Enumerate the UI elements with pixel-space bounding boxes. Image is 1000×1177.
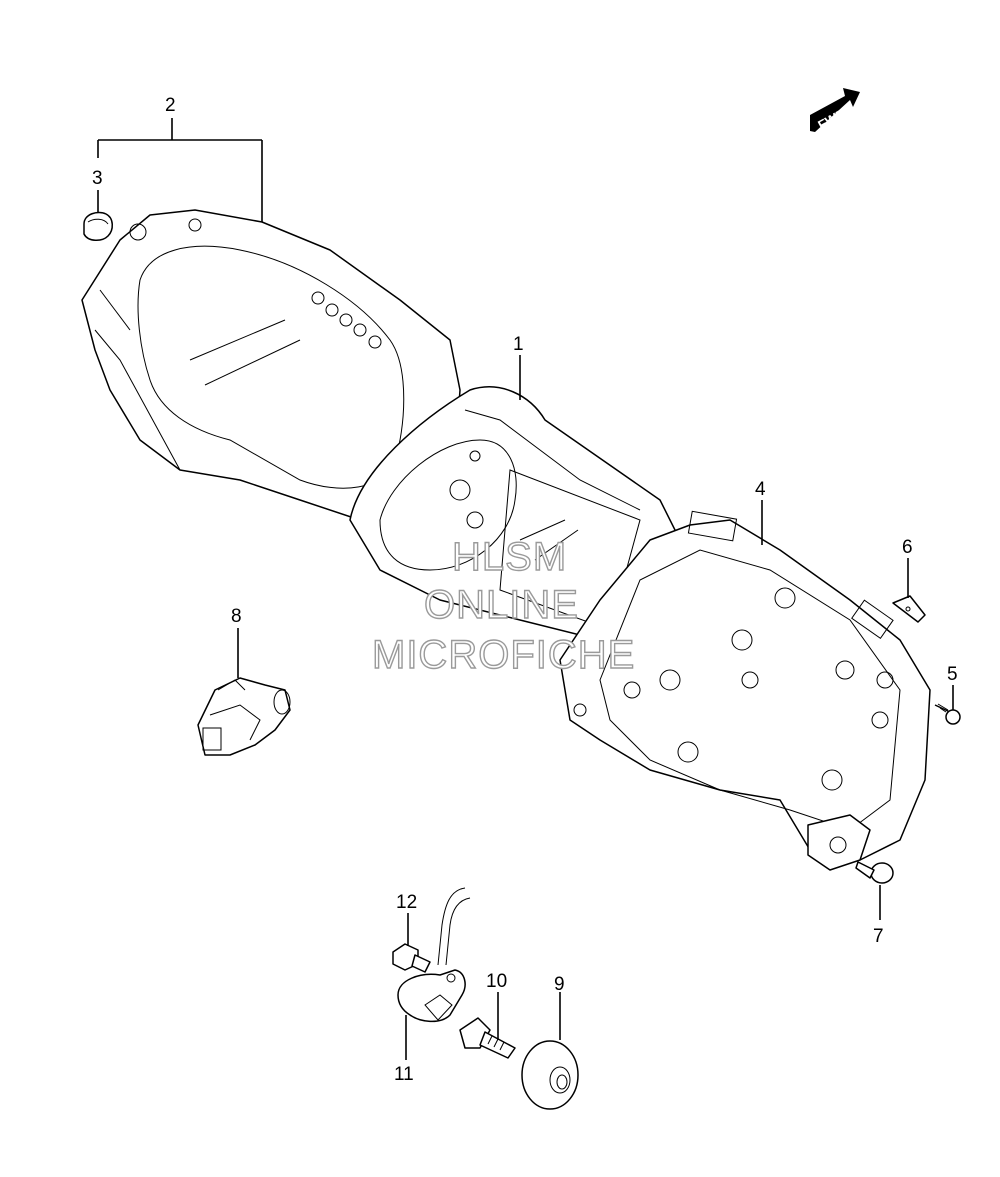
callout-9: 9 <box>554 974 565 995</box>
callout-3: 3 <box>92 168 103 189</box>
leader-lines <box>97 118 954 1060</box>
watermark-line1: HLSM <box>452 535 567 579</box>
part-11-bracket[interactable] <box>397 887 471 1023</box>
callouts: 2 3 1 4 6 5 7 8 12 10 9 11 <box>92 95 958 1085</box>
part-8-connector[interactable] <box>197 677 291 756</box>
callout-10: 10 <box>486 971 507 992</box>
watermark-line2: ONLINE <box>424 583 579 627</box>
part-9-washer[interactable] <box>521 1040 579 1110</box>
callout-8: 8 <box>231 606 242 627</box>
part-4-lower-case[interactable] <box>559 510 931 871</box>
callout-2: 2 <box>165 95 176 116</box>
watermark: HLSM ONLINE MICROFICHE <box>371 534 635 677</box>
watermark-line3: MICROFICHE <box>372 633 635 677</box>
part-5-screw[interactable] <box>934 703 961 725</box>
callout-7: 7 <box>873 926 884 947</box>
part-7-screw[interactable] <box>855 861 894 884</box>
fwd-arrow-icon: FWD <box>810 88 860 133</box>
callout-4: 4 <box>755 479 766 500</box>
part-6-clip[interactable] <box>892 595 926 623</box>
callout-5: 5 <box>947 664 958 685</box>
leader-2 <box>97 118 263 222</box>
callout-11: 11 <box>394 1064 414 1085</box>
callout-6: 6 <box>902 537 913 558</box>
callout-12: 12 <box>396 892 417 913</box>
part-12-bolt[interactable] <box>392 943 431 973</box>
part-10-gear-screw[interactable] <box>459 1017 516 1059</box>
callout-1: 1 <box>513 334 524 355</box>
part-3-cap[interactable] <box>83 211 113 241</box>
